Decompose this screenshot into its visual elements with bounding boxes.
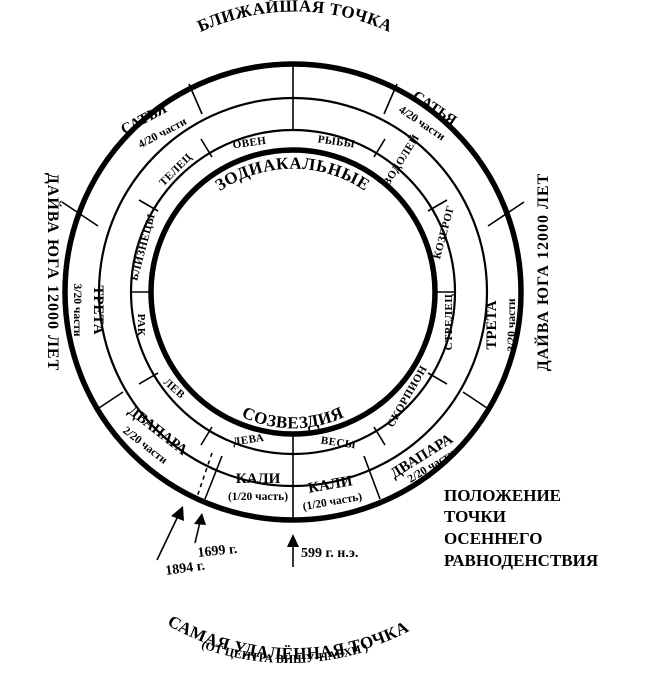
- sign-pisces: РЫБЫ: [317, 133, 356, 150]
- sign-libra: ВЕСЫ: [320, 435, 357, 452]
- sign-divider-7: [427, 372, 448, 385]
- year-1699-label: 1699 г.: [197, 542, 238, 561]
- sign-divider-5: [200, 426, 213, 446]
- equinox-line-4: РАВНОДЕНСТВИЯ: [444, 551, 598, 570]
- sign-divider-4: [138, 372, 159, 385]
- treta-left-name: ТРЕТА: [90, 285, 106, 334]
- equinox-line-1: ПОЛОЖЕНИЕ: [444, 486, 561, 505]
- divider-treta-left: [61, 201, 99, 227]
- treta-left-fraction: 3/20 части: [71, 284, 83, 337]
- sign-aries: ОВЕН: [232, 135, 267, 152]
- kali-left-name: КАЛИ: [236, 471, 281, 487]
- sign-taurus: ТЕЛЕЦ: [157, 151, 195, 189]
- divider-satya-right: [383, 83, 398, 115]
- daiva-yuga-right-label: ДАЙВА ЮГА 12000 ЛЕТ: [533, 173, 552, 372]
- arrow-1894: [156, 506, 184, 561]
- treta-right-fraction: 3/20 части: [506, 298, 518, 351]
- kali-left-fraction: (1/20 часть): [228, 491, 288, 503]
- zodiac-inner-ring: [148, 147, 438, 437]
- nearest-point-label: БЛИЖАЙШАЯ ТОЧКА: [194, 0, 395, 36]
- kali-right-name: КАЛИ: [307, 473, 354, 497]
- sign-virgo: ДЕВА: [232, 432, 265, 448]
- divider-treta-right: [487, 201, 525, 227]
- divider-kali-left: [204, 455, 223, 500]
- divider-dvapara-right: [462, 391, 491, 411]
- sign-divider-10: [373, 138, 386, 158]
- sign-divider-1: [200, 138, 213, 158]
- arrow-1699: [194, 513, 206, 544]
- divider-dvapara-left: [95, 391, 124, 411]
- divider-1699-dashed: [196, 452, 213, 498]
- equinox-line-3: ОСЕННЕГО: [444, 529, 542, 548]
- year-1894-label: 1894 г.: [164, 559, 205, 579]
- sign-cancer: РАК: [135, 314, 147, 337]
- year-599-label: 599 г. н.э.: [301, 546, 358, 561]
- divider-kali-right: [363, 455, 381, 500]
- daiva-yuga-left-label: ДАЙВА ЮГА 12000 ЛЕТ: [44, 173, 63, 372]
- equinox-line-2: ТОЧКИ: [444, 507, 506, 526]
- arrow-599: [287, 534, 299, 567]
- sign-divider-6: [373, 426, 386, 446]
- divider-satya-left: [188, 83, 203, 115]
- treta-right-name: ТРЕТА: [484, 300, 500, 349]
- sign-divider-9: [427, 199, 448, 212]
- sign-divider-2: [138, 199, 159, 212]
- sign-sagittarius: СТРЕЛЕЦ: [443, 294, 455, 351]
